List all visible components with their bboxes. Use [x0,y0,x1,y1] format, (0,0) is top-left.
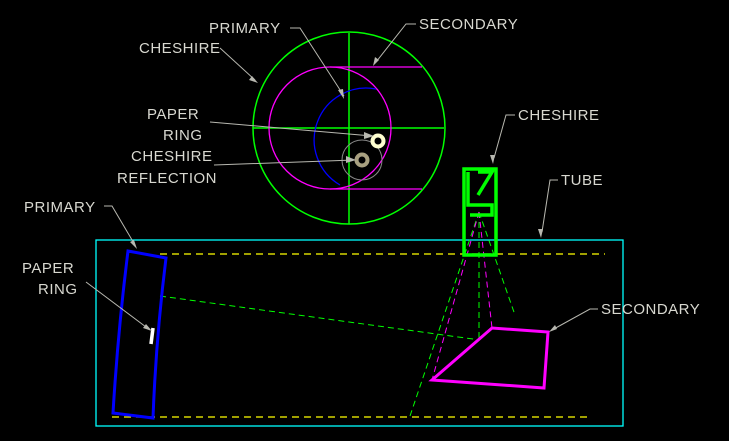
secondary-cone-left [431,211,480,381]
label-secondary-side: SECONDARY [601,301,700,318]
paper-ring-side [149,327,155,345]
leader-lines [85,23,598,332]
label-paper-ring-side-1: PAPER [22,260,74,277]
secondary-cone-right [478,211,493,329]
label-cheshire-reflection-2: REFLECTION [117,170,217,187]
paper-ring-marker [370,133,386,149]
label-primary-side: PRIMARY [24,199,96,216]
label-primary-top: PRIMARY [209,20,281,37]
label-cheshire-reflection-1: CHESHIRE [131,148,213,165]
cheshire-reflection-marker [354,152,370,168]
side-view [95,167,624,427]
label-paper-ring-top-2: RING [163,127,203,144]
label-paper-ring-top-1: PAPER [147,106,199,123]
cone-right [478,211,516,316]
label-cheshire-side: CHESHIRE [518,107,600,124]
label-tube: TUBE [561,172,603,189]
primary-arc [313,87,377,186]
cheshire-eyepiece [462,167,498,257]
secondary-mirror [428,326,550,390]
front-view [252,31,446,225]
cone-left [409,211,480,417]
label-paper-ring-side-2: RING [38,281,78,298]
labels: PRIMARY SECONDARY CHESHIRE PAPER RING CH… [22,16,700,318]
label-secondary-top: SECONDARY [419,16,518,33]
tube-outline [95,239,624,427]
primary-mirror [111,249,168,420]
axis-to-secondary [159,295,481,341]
label-cheshire-top: CHESHIRE [139,40,221,57]
